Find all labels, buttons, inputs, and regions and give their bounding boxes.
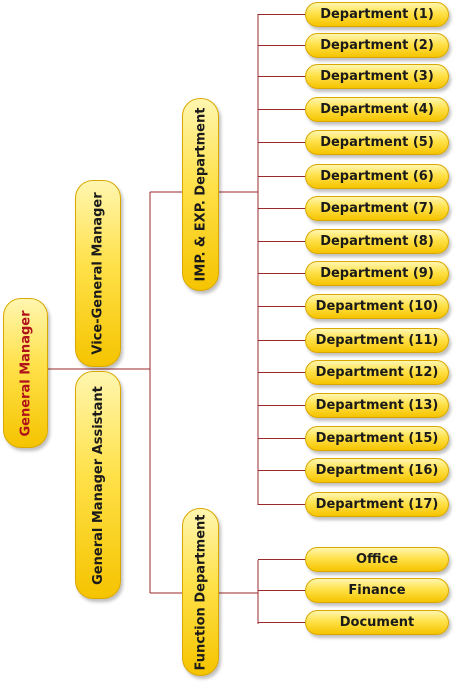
department-node: Department (16) — [305, 458, 449, 483]
department-label: Department (17) — [315, 497, 439, 512]
department-node: Department (11) — [305, 328, 449, 353]
department-node: Department (1) — [305, 2, 449, 27]
general-manager-node: General Manager — [3, 298, 48, 448]
department-node: Department (10) — [305, 294, 449, 319]
department-label: Department (16) — [315, 463, 439, 478]
department-node: Department (9) — [305, 261, 449, 286]
function-department-node: Function Department — [182, 508, 219, 676]
finance-label: Finance — [348, 583, 406, 598]
department-node: Department (7) — [305, 196, 449, 221]
general-manager-assistant-label: General Manager Assistant — [90, 385, 106, 585]
department-label: Department (1) — [320, 7, 434, 22]
department-label: Department (9) — [320, 266, 434, 281]
office-label: Office — [355, 552, 399, 567]
department-node: Department (3) — [305, 64, 449, 89]
department-label: Department (8) — [320, 234, 434, 249]
department-node: Department (17) — [305, 492, 449, 517]
vice-general-manager-label: Vice-General Manager — [90, 192, 106, 355]
department-label: Department (10) — [315, 299, 439, 314]
imp-exp-department-label: IMP. & EXP. Department — [193, 107, 208, 282]
general-manager-assistant-node: General Manager Assistant — [75, 371, 121, 599]
department-node: Department (12) — [305, 360, 449, 385]
department-label: Department (15) — [315, 431, 439, 446]
department-node: Department (13) — [305, 393, 449, 418]
vice-general-manager-node: Vice-General Manager — [75, 180, 121, 367]
department-node: Department (2) — [305, 33, 449, 58]
finance-node: Finance — [305, 578, 449, 603]
department-label: Department (11) — [315, 333, 439, 348]
document-label: Document — [339, 615, 415, 630]
department-label: Department (4) — [320, 102, 434, 117]
department-label: Department (7) — [320, 201, 434, 216]
department-label: Department (3) — [320, 69, 434, 84]
department-node: Department (6) — [305, 164, 449, 189]
department-label: Department (2) — [320, 38, 434, 53]
department-node: Department (8) — [305, 229, 449, 254]
document-node: Document — [305, 610, 449, 635]
function-department-label: Function Department — [193, 514, 209, 670]
imp-exp-department-node: IMP. & EXP. Department — [182, 98, 219, 291]
department-node: Department (15) — [305, 426, 449, 451]
department-label: Department (5) — [320, 135, 434, 150]
office-node: Office — [305, 547, 449, 572]
department-label: Department (6) — [320, 169, 434, 184]
general-manager-label: General Manager — [18, 310, 33, 436]
department-label: Department (13) — [315, 398, 439, 413]
department-node: Department (4) — [305, 97, 449, 122]
department-label: Department (12) — [315, 365, 439, 380]
department-node: Department (5) — [305, 130, 449, 155]
